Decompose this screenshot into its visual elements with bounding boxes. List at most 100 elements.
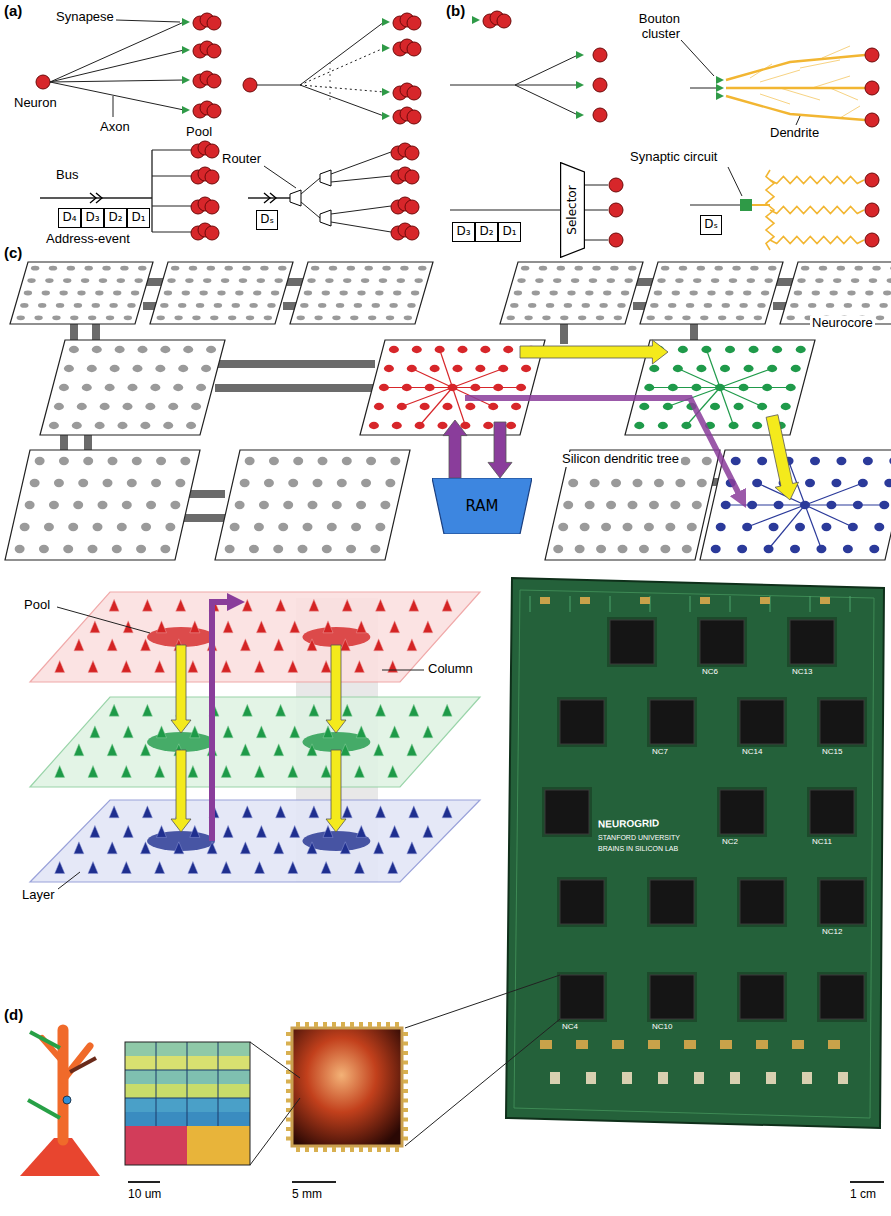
axon-branch [515, 85, 578, 115]
neuron-dot [453, 365, 463, 372]
neurocore-chip [820, 880, 864, 924]
neuron-dot [393, 291, 401, 296]
neuron-dot [350, 315, 358, 320]
layer-sheet [30, 592, 480, 682]
neuron-dot [164, 291, 172, 296]
neuron-dot [155, 365, 165, 372]
neuron-dot [308, 501, 318, 509]
neuron-cone [256, 621, 266, 633]
neuron-dot [448, 384, 458, 391]
neuron-dot [170, 501, 180, 509]
neuron-dot [702, 457, 712, 465]
neurocore-tile [5, 450, 200, 560]
neuron-body [593, 48, 607, 62]
neuron-cone [141, 639, 151, 651]
neuron-dot [347, 266, 355, 271]
neuron-dot [343, 278, 351, 283]
neuron-dot [117, 523, 127, 531]
neuron-cone [256, 726, 266, 738]
neuron-dot [42, 291, 50, 296]
neuron-dot [617, 303, 625, 308]
neuron-cone [288, 862, 298, 874]
router-switch [290, 190, 301, 206]
neuron-dot [49, 501, 59, 509]
neuron-cone [121, 660, 131, 672]
synapse-wedge [472, 16, 480, 24]
neuron-cone [142, 599, 152, 611]
neuron-dot [230, 523, 240, 531]
synapse-wedge [716, 76, 724, 84]
bus-tap [152, 176, 192, 177]
neuron-dot [151, 479, 161, 487]
neuron-cone [74, 744, 84, 756]
neuron-dot [175, 479, 185, 487]
neuron-dot [747, 278, 755, 283]
neuron-dot [217, 291, 225, 296]
address-packet: D₂ [104, 208, 127, 228]
neuron-dot [725, 291, 733, 296]
neuron-dot [138, 266, 146, 271]
synapse-wedge [382, 88, 390, 96]
part-label: Axon [100, 120, 130, 135]
part-label: Bus [56, 168, 78, 183]
neuron-dot [874, 523, 884, 531]
scale-label: 5 mm [292, 1188, 322, 1202]
neuron-dot [192, 315, 200, 320]
neurocore-chip [610, 620, 654, 664]
neuron-dot [160, 545, 170, 553]
neuron-dot [697, 479, 707, 487]
router-link [301, 202, 320, 218]
neuron-cone [342, 704, 352, 716]
pool-neuron [407, 42, 421, 56]
thin-dendrite [812, 76, 850, 88]
neuron-cone [274, 744, 284, 756]
neuron-dot [77, 403, 87, 410]
neuron-dot [816, 545, 826, 553]
synapse-spine [28, 1100, 60, 1118]
neuron-dot [180, 457, 190, 465]
neuron-dot [368, 315, 376, 320]
board-component [792, 1040, 804, 1049]
board-component [612, 1040, 624, 1049]
node-text: D₃ [85, 211, 99, 224]
neuron-cone [255, 660, 265, 672]
neuron-cone [321, 765, 331, 777]
neuron-dot [173, 384, 183, 391]
neuron-dot [269, 457, 279, 465]
neuron-cone [340, 744, 350, 756]
neuron-cone [288, 765, 298, 777]
neuron-dot [131, 291, 139, 296]
dendritic-branch [706, 350, 720, 388]
chip-label: NC13 [792, 667, 812, 676]
neuron-dot [750, 266, 758, 271]
neuron-dot [661, 266, 669, 271]
router-link [331, 152, 391, 174]
neuron-dot [678, 346, 688, 353]
neuron-cone [376, 806, 386, 818]
neuron-cone [90, 621, 100, 633]
neuron-dot [228, 315, 236, 320]
chip-label: NC2 [722, 837, 738, 846]
neuron-dot [203, 278, 211, 283]
neuron-dot [110, 365, 120, 372]
neuron-dot [883, 291, 891, 296]
neuron-dot [69, 346, 79, 353]
neuron-dot [199, 291, 207, 296]
neuron-dot [644, 523, 654, 531]
neuron-dot [480, 346, 490, 353]
part-label: Bouton cluster [626, 12, 680, 42]
bond-pad [296, 1147, 300, 1152]
node-text: Selector [566, 185, 579, 234]
dendritic-branch [720, 387, 791, 388]
chip-socket [717, 787, 767, 837]
pool-neuron [407, 110, 421, 124]
neuron-cone [354, 660, 364, 672]
neuron-dot [575, 545, 585, 553]
neuron-cone [188, 660, 198, 672]
neuron-dot [767, 365, 777, 372]
neuron-cone [109, 599, 119, 611]
axon-line [690, 204, 740, 205]
neuron-cone [307, 744, 317, 756]
neuron-dot [81, 278, 89, 283]
neurocore-chip [560, 880, 604, 924]
